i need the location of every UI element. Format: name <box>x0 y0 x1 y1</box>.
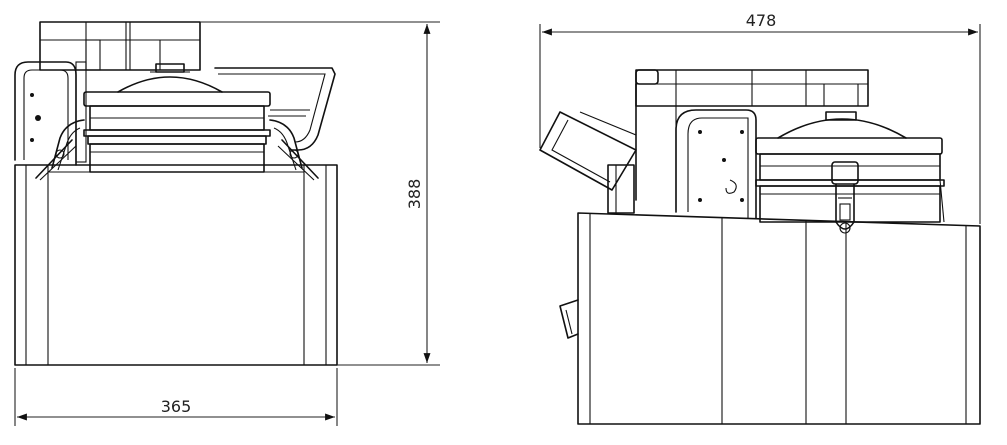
side-view <box>539 69 981 425</box>
front-width-dimension: 365 <box>14 368 338 426</box>
front-bowl-lid <box>83 63 271 173</box>
side-top-control-box <box>635 69 869 210</box>
front-width-label: 365 <box>161 397 192 416</box>
side-tilted-hopper <box>539 111 637 214</box>
front-left-column <box>14 61 87 166</box>
front-height-label: 388 <box>405 179 424 210</box>
front-right-clamp <box>269 119 319 181</box>
front-height-dimension: 388 <box>200 21 440 366</box>
front-right-hopper <box>214 67 336 151</box>
front-left-clamp <box>35 119 85 181</box>
front-top-control-box <box>39 21 201 71</box>
side-base-cabinet <box>559 212 981 425</box>
front-view <box>14 21 338 366</box>
side-bowl <box>755 111 945 223</box>
side-width-label: 478 <box>746 11 777 30</box>
side-gear-housing <box>675 109 757 219</box>
side-width-dimension: 478 <box>539 11 981 224</box>
front-base-cabinet <box>14 164 338 366</box>
